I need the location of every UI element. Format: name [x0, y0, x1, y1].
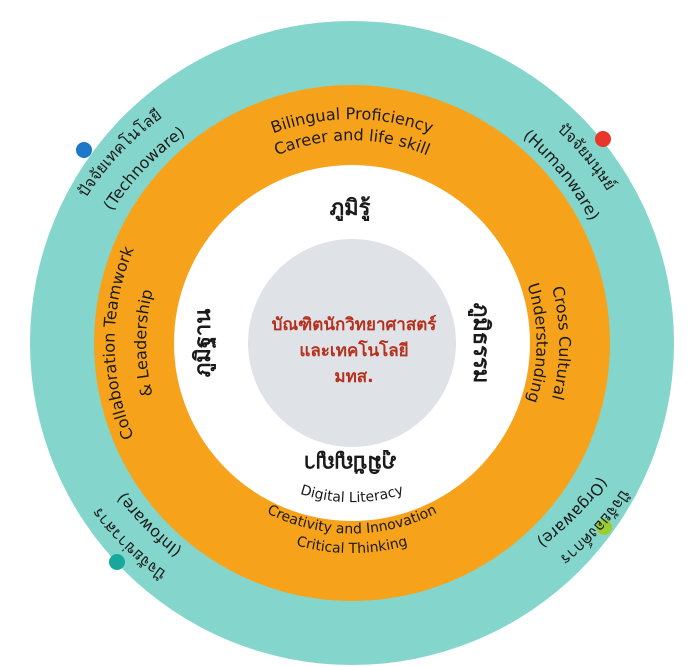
quality-bottom: ภูมิปัญญา — [304, 449, 397, 475]
infoware-dot-icon — [109, 554, 125, 570]
quality-top: ภูมิรู้ — [330, 196, 371, 222]
center-title-line2: และเทคโนโลยี — [299, 340, 408, 361]
center-circle — [248, 239, 456, 447]
center-title-line3: มทส. — [334, 367, 373, 387]
quality-right: ภูมิธรรม — [467, 303, 493, 384]
skill-critical-thinking: Critical Thinking — [295, 534, 409, 557]
skill-digital-literacy: Digital Literacy — [299, 482, 406, 506]
technoware-dot-icon — [76, 142, 92, 158]
humanware-dot-icon — [595, 131, 611, 147]
center-title-line1: บัณฑิตนักวิทยาศาสตร์ — [272, 314, 438, 335]
orgaware-dot-icon — [596, 519, 612, 535]
quality-left: ภูมิฐาน — [191, 309, 217, 378]
